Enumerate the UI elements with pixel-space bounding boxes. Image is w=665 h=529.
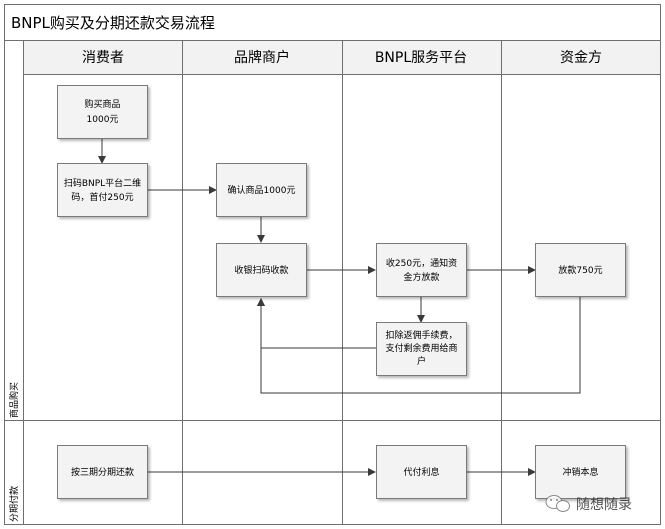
diagram-frame	[4, 4, 661, 525]
lane-header-consumer: 消费者	[82, 50, 124, 66]
svg-text:按三期分期还款: 按三期分期还款	[71, 466, 134, 478]
node-repay-installments: 按三期分期还款	[57, 445, 148, 499]
diagram-title: BNPL购买及分期还款交易流程	[11, 14, 215, 32]
svg-text:冲销本息: 冲销本息	[562, 466, 598, 478]
svg-text:收250元，通知资: 收250元，通知资	[386, 257, 457, 269]
node-buy-goods: 购买商品 1000元	[57, 85, 148, 139]
svg-text:放款750元: 放款750元	[558, 264, 602, 276]
node-disburse: 放款750元	[535, 243, 626, 297]
svg-text:码，首付250元: 码，首付250元	[71, 191, 133, 203]
lane-header-merchant: 品牌商户	[234, 49, 290, 66]
node-confirm-goods: 确认商品1000元	[216, 163, 307, 217]
svg-text:购买商品: 购买商品	[84, 98, 120, 110]
node-scan-pay: 扫码BNPL平台二维 码，首付250元	[57, 163, 148, 217]
node-pay-interest: 代付利息	[376, 445, 467, 499]
node-collect-notify: 收250元，通知资 金方放款	[376, 243, 467, 297]
svg-text:扫码BNPL平台二维: 扫码BNPL平台二维	[64, 177, 141, 189]
node-cashier-collect: 收银扫码收款	[216, 243, 307, 297]
watermark: 随想随录	[545, 495, 632, 513]
row-label-purchase: 商品购买	[8, 382, 20, 418]
svg-text:收银扫码收款: 收银扫码收款	[234, 264, 288, 276]
svg-text:代付利息: 代付利息	[403, 466, 439, 478]
svg-text:确认商品1000元: 确认商品1000元	[228, 184, 296, 196]
svg-text:1000元: 1000元	[87, 115, 119, 125]
edge-disburse-to-cashier	[257, 297, 581, 394]
row-label-installment: 分期付款	[8, 486, 20, 522]
svg-text:金方放款: 金方放款	[403, 271, 439, 283]
svg-text:扣除返佣手续费，: 扣除返佣手续费，	[385, 329, 457, 341]
lane-header-bnpl-platform: BNPL服务平台	[375, 50, 467, 66]
watermark-text: 随想随录	[576, 497, 632, 513]
wechat-logo-icon	[545, 495, 570, 512]
svg-text:支付剩余费用给商: 支付剩余费用给商	[385, 342, 457, 354]
node-offset-principal: 冲销本息	[535, 445, 626, 499]
edge-deduct-to-cashier	[257, 298, 376, 349]
node-deduct-fee: 扣除返佣手续费， 支付剩余费用给商 户	[376, 322, 467, 376]
lane-header-funder: 资金方	[560, 50, 602, 66]
svg-text:户: 户	[417, 355, 426, 367]
